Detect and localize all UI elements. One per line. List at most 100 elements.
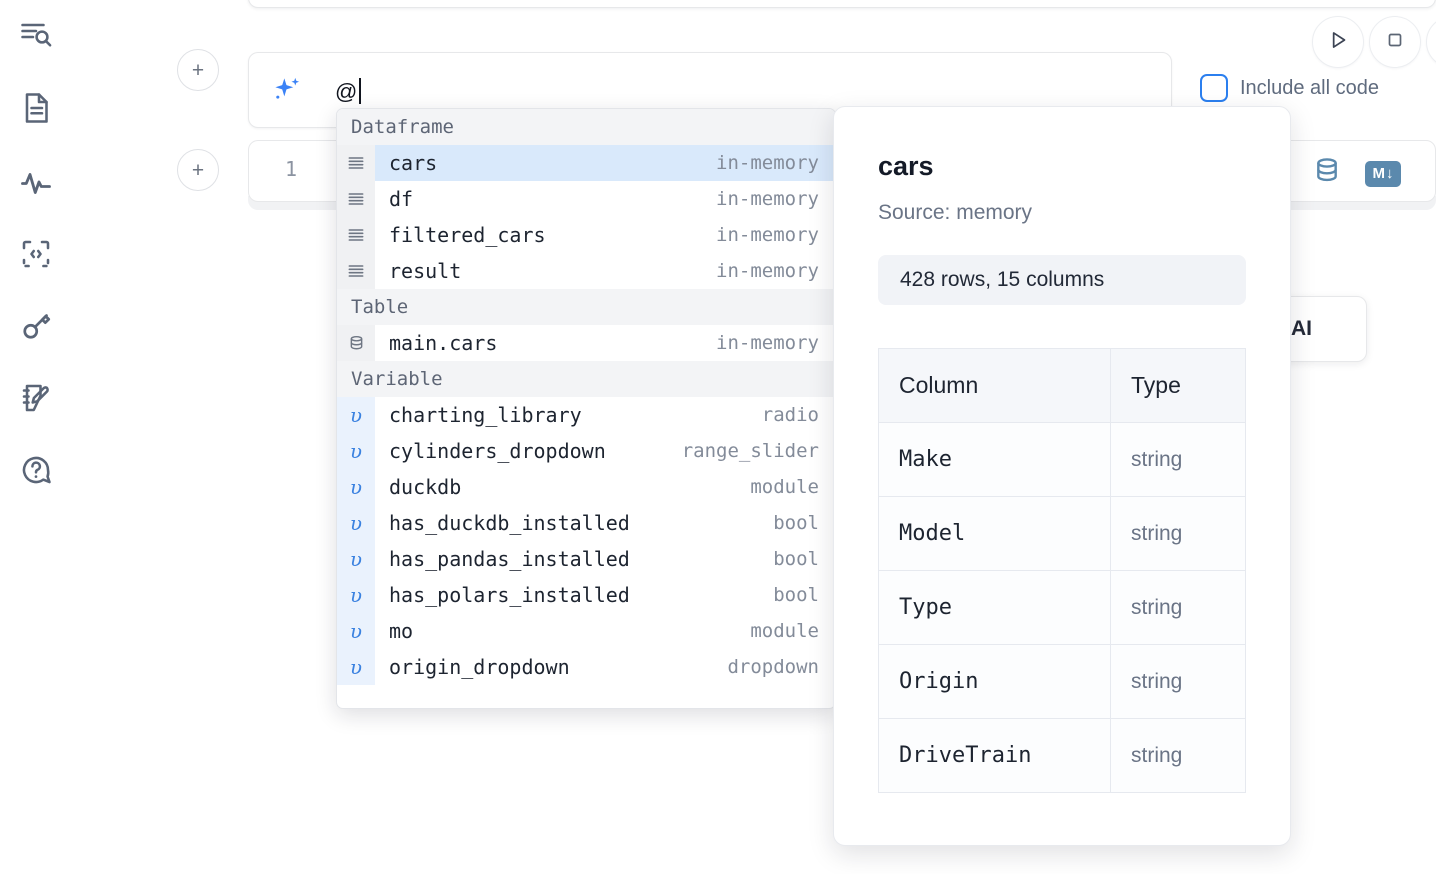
variable-upsilon-icon: υ: [337, 469, 375, 505]
markdown-badge[interactable]: M↓: [1365, 160, 1401, 187]
schema-column-name: Origin: [878, 644, 1111, 719]
variable-upsilon-icon: υ: [337, 649, 375, 685]
schema-column-type: string: [1110, 422, 1246, 497]
autocomplete-item[interactable]: υ has_duckdb_installed bool: [337, 505, 835, 541]
dataframe-doc-panel: cars Source: memory 428 rows, 15 columns…: [833, 106, 1291, 846]
autocomplete-item-meta: in-memory: [716, 260, 819, 282]
doc-source: Source: memory: [878, 201, 1033, 224]
autocomplete-item-name: filtered_cars: [389, 223, 546, 247]
autocomplete-item[interactable]: υ origin_dropdown dropdown: [337, 649, 835, 685]
schema-header-row: Column Type: [878, 348, 1246, 423]
schema-column-name: Type: [878, 570, 1111, 645]
variable-upsilon-icon: υ: [337, 397, 375, 433]
sidebar-item-runtime-activity[interactable]: [12, 158, 60, 206]
text-caret: [358, 77, 361, 104]
autocomplete-item[interactable]: υ has_pandas_installed bool: [337, 541, 835, 577]
stop-cell-button[interactable]: [1369, 16, 1421, 68]
autocomplete-item-meta: in-memory: [716, 188, 819, 210]
autocomplete-section-header: Variable: [337, 361, 835, 397]
ai-sparkle-icon: [271, 75, 303, 107]
autocomplete-item-name: has_duckdb_installed: [389, 511, 630, 535]
more-actions-button[interactable]: [1426, 16, 1436, 68]
cell-action-icons: M↓: [1311, 155, 1401, 192]
markdown-badge-letter: M: [1372, 165, 1386, 182]
autocomplete-item-name: cars: [389, 151, 438, 175]
autocomplete-item-name: origin_dropdown: [389, 655, 570, 679]
sidebar-item-variables[interactable]: [12, 230, 60, 278]
autocomplete-item-name: cylinders_dropdown: [389, 439, 606, 463]
database-icon[interactable]: [1311, 155, 1343, 192]
autocomplete-item-meta: in-memory: [716, 152, 819, 174]
variable-upsilon-icon: υ: [337, 505, 375, 541]
include-all-code-row[interactable]: Include all code: [1200, 74, 1379, 102]
variable-upsilon-icon: υ: [337, 577, 375, 613]
file-text-icon: [18, 90, 54, 126]
run-cell-button[interactable]: [1312, 16, 1364, 68]
ai-prompt-input[interactable]: @: [335, 53, 1157, 129]
activity-pulse-icon: [18, 164, 54, 200]
add-cell-button-top[interactable]: +: [177, 49, 219, 91]
autocomplete-item-meta: module: [750, 620, 819, 642]
autocomplete-item[interactable]: cars in-memory: [337, 145, 835, 181]
scratchpad-edit-icon: [18, 380, 54, 416]
autocomplete-item-meta: bool: [773, 584, 819, 606]
sidebar-rail: [0, 0, 72, 874]
play-icon: [1325, 27, 1351, 58]
sidebar-item-help[interactable]: [12, 446, 60, 494]
database-icon: [337, 325, 375, 361]
autocomplete-item-name: result: [389, 259, 462, 283]
autocomplete-item-name: has_pandas_installed: [389, 547, 630, 571]
markdown-badge-arrow: ↓: [1386, 165, 1394, 182]
help-chat-icon: [18, 452, 54, 488]
schema-type-header: Type: [1110, 348, 1246, 423]
mention-autocomplete-dropdown[interactable]: Dataframe cars in-memory df in-memory filtere…: [336, 108, 836, 709]
variable-upsilon-icon: υ: [337, 541, 375, 577]
schema-column-name: Make: [878, 422, 1111, 497]
sidebar-item-notebook-file[interactable]: [12, 84, 60, 132]
sidebar-item-scratchpad[interactable]: [12, 374, 60, 422]
sidebar-item-outline[interactable]: [12, 10, 60, 58]
autocomplete-item-meta: dropdown: [727, 656, 819, 678]
schema-column-type: string: [1110, 570, 1246, 645]
doc-title: cars: [878, 151, 934, 181]
autocomplete-item[interactable]: df in-memory: [337, 181, 835, 217]
line-number: 1: [284, 157, 297, 181]
dataframe-rows-icon: [337, 181, 375, 217]
schema-column-type: string: [1110, 644, 1246, 719]
autocomplete-item[interactable]: υ has_polars_installed bool: [337, 577, 835, 613]
autocomplete-item-name: charting_library: [389, 403, 582, 427]
previous-cell: [248, 0, 1436, 8]
doc-shape-badge: 428 rows, 15 columns: [878, 255, 1246, 305]
schema-column-type: string: [1110, 496, 1246, 571]
variable-upsilon-icon: υ: [337, 613, 375, 649]
sidebar-item-dependencies[interactable]: [12, 302, 60, 350]
autocomplete-item-name: has_polars_installed: [389, 583, 630, 607]
autocomplete-item-meta: range_slider: [681, 440, 819, 462]
dataframe-rows-icon: [337, 217, 375, 253]
schema-column-type: string: [1110, 718, 1246, 793]
include-all-code-label: Include all code: [1240, 76, 1379, 99]
variables-code-icon: [18, 236, 54, 272]
autocomplete-item[interactable]: result in-memory: [337, 253, 835, 289]
dataframe-rows-icon: [337, 253, 375, 289]
autocomplete-item-meta: bool: [773, 548, 819, 570]
autocomplete-item-meta: in-memory: [716, 332, 819, 354]
autocomplete-item-meta: bool: [773, 512, 819, 534]
add-cell-button-bottom[interactable]: +: [177, 149, 219, 191]
autocomplete-section-header: Dataframe: [337, 109, 835, 145]
autocomplete-item-name: df: [389, 187, 414, 211]
include-all-code-checkbox[interactable]: [1200, 74, 1228, 102]
